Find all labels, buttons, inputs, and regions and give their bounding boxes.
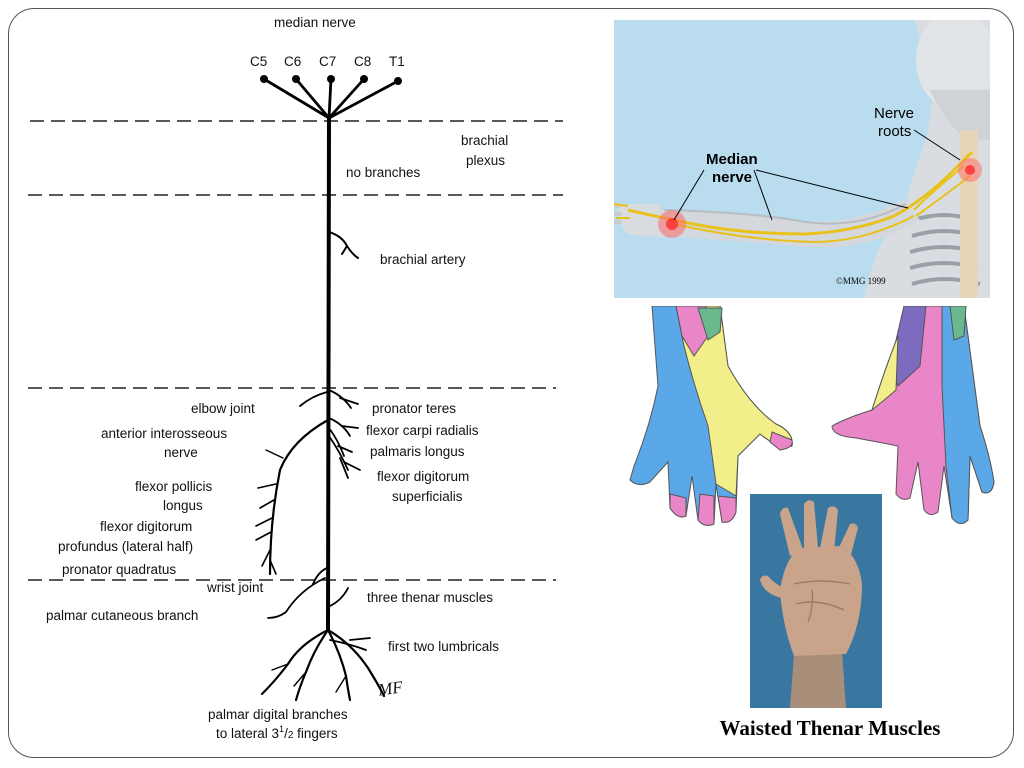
- arm-nerve-illustration: Nerve roots Median nerve ©MMG 1999: [614, 20, 990, 298]
- anterior-interosseous-label: anterior interosseous: [101, 426, 227, 441]
- copyright-label: ©MMG 1999: [836, 276, 886, 286]
- root-label-c8: C8: [354, 54, 371, 69]
- root-label-t1: T1: [389, 54, 405, 69]
- anatomy-illustration: Nerve roots Median nerve ©MMG 1999: [614, 20, 990, 298]
- brachial-plexus-label: brachial: [461, 133, 508, 148]
- palmar-cutaneous-branch-label: palmar cutaneous branch: [46, 608, 198, 623]
- thenar-atrophy-photo: [750, 494, 882, 708]
- right-hand: [831, 306, 995, 524]
- nerve-roots-label: Nerve: [874, 105, 914, 122]
- palmaris-longus-label: palmaris longus: [370, 444, 465, 459]
- median-nerve-diagram: median nerve C5 C6 C7 C8 T1 brachial ple…: [28, 15, 563, 741]
- root-label-c5: C5: [250, 54, 267, 69]
- nerve-roots-label-2: roots: [878, 123, 911, 140]
- region-dividers: [28, 120, 563, 581]
- photo-caption: Waisted Thenar Muscles: [719, 716, 941, 740]
- palmar-digital-branches-label: palmar digital branches: [208, 707, 348, 722]
- signature: MF: [376, 677, 405, 699]
- flexor-digitorum-superficialis-label: flexor digitorum: [377, 469, 469, 484]
- elbow-joint-label: elbow joint: [191, 401, 255, 416]
- flexor-pollicis-longus-label: flexor pollicis: [135, 479, 213, 494]
- left-hand: [629, 306, 793, 526]
- flexor-pollicis-longus-label-2: longus: [163, 498, 203, 513]
- root-terminals: [260, 75, 402, 85]
- median-nerve-label: Median: [706, 151, 758, 168]
- flexor-digitorum-profundus-label: flexor digitorum: [100, 519, 192, 534]
- wrist-joint-label: wrist joint: [206, 580, 264, 595]
- brachial-plexus-label-2: plexus: [466, 153, 505, 168]
- three-thenar-muscles-label: three thenar muscles: [367, 590, 493, 605]
- flexor-carpi-radialis-label: flexor carpi radialis: [366, 423, 479, 438]
- median-nerve-label-2: nerve: [712, 169, 752, 186]
- anterior-interosseous-label-2: nerve: [164, 445, 198, 460]
- first-two-lumbricals-label: first two lumbricals: [388, 639, 499, 654]
- hand-dermatome-illustration: [629, 306, 995, 526]
- root-label-c7: C7: [319, 54, 336, 69]
- palmar-digital-branches-label-2: to lateral 31/2 fingers: [216, 724, 338, 741]
- no-branches-label: no branches: [346, 165, 421, 180]
- hand-sensory-map: [620, 306, 998, 528]
- pronator-quadratus-label: pronator quadratus: [62, 562, 176, 577]
- nerve-tree: [255, 77, 400, 702]
- brachial-artery-label: brachial artery: [380, 252, 466, 267]
- flexor-digitorum-superficialis-label-2: superficialis: [392, 489, 463, 504]
- hand-photo: [750, 494, 882, 708]
- slide-frame: [8, 8, 1014, 758]
- diagram-title: median nerve: [274, 15, 356, 30]
- flexor-digitorum-profundus-label-2: profundus (lateral half): [58, 539, 193, 554]
- root-label-c6: C6: [284, 54, 301, 69]
- pronator-teres-label: pronator teres: [372, 401, 456, 416]
